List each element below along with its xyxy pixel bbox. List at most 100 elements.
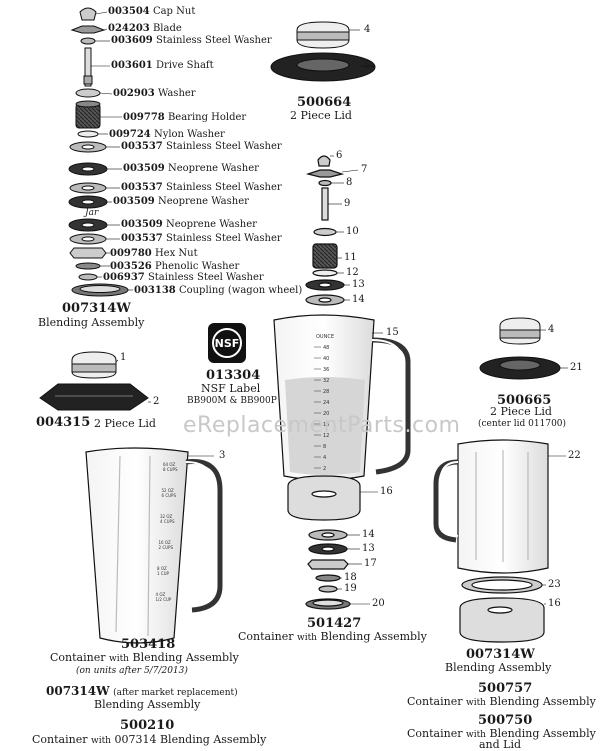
assembly-code: 004315 bbox=[36, 415, 91, 430]
part-label: 003537 Stainless Steel Washer bbox=[121, 182, 282, 193]
lid-500665-drawing bbox=[479, 317, 568, 380]
assembly-caption: 2 Piece Lid bbox=[290, 109, 352, 122]
jar-graduation-label: 8 OZ bbox=[157, 566, 167, 571]
jar-graduation-label: 20 bbox=[323, 411, 329, 417]
callout-number: 9 bbox=[344, 198, 351, 209]
jar-graduation-label: 40 bbox=[323, 356, 329, 362]
jar-500757-drawing bbox=[433, 439, 566, 643]
assembly-caption: Blending Assembly bbox=[94, 698, 201, 711]
jar-graduation-label: 16 bbox=[323, 422, 329, 428]
part-label: 003509 Neoprene Washer bbox=[113, 196, 249, 207]
part-label: 009780 Hex Nut bbox=[110, 248, 198, 259]
callout-number: 13 bbox=[352, 279, 365, 290]
jar-graduation-label: 2 bbox=[323, 466, 326, 472]
assembly-code: 500210 bbox=[120, 718, 175, 733]
callout-number: 16 bbox=[380, 486, 393, 497]
assembly-code: 500664 bbox=[297, 95, 352, 110]
assembly-note: (on units after 5/7/2013) bbox=[76, 666, 188, 676]
jar-graduation-label: 16 OZ bbox=[159, 540, 172, 545]
callout-number: 23 bbox=[548, 579, 561, 590]
callout-number: 4 bbox=[364, 24, 371, 35]
assembly-caption: Container with 007314 Blending Assembly bbox=[32, 733, 267, 747]
lid-500664-drawing bbox=[270, 21, 376, 82]
jar-graduation-label: 8 CUPS bbox=[163, 467, 178, 472]
callout-number: 1 bbox=[120, 352, 127, 363]
callout-number: 20 bbox=[372, 598, 385, 609]
jar-graduation-label: OUNCE bbox=[316, 334, 334, 340]
assembly-caption: Blending Assembly bbox=[445, 661, 552, 674]
part-label: 003509 Neoprene Washer bbox=[121, 219, 257, 230]
jar-graduation-label: 24 bbox=[323, 400, 329, 406]
assembly-code: 007314W bbox=[62, 301, 131, 316]
jar-graduation-label: 48 bbox=[323, 345, 329, 351]
jar-graduation-label: 52 OZ bbox=[162, 488, 175, 493]
assembly-caption: 2 Piece Lid bbox=[94, 417, 156, 430]
part-label: 003609 Stainless Steel Washer bbox=[111, 35, 272, 46]
callout-number: 11 bbox=[344, 252, 357, 263]
jar-graduation-label: 64 OZ bbox=[163, 462, 176, 467]
callout-number: 14 bbox=[362, 529, 375, 540]
jar-graduation-label: 8 bbox=[323, 444, 326, 450]
part-label: 003504 Cap Nut bbox=[108, 6, 196, 17]
callout-number: 4 bbox=[548, 324, 555, 335]
nsf-logo-icon: NSF bbox=[208, 323, 246, 363]
jar-graduation-label: 32 OZ bbox=[160, 514, 173, 519]
callout-number: 3 bbox=[219, 450, 226, 461]
part-label: 006937 Stainless Steel Washer bbox=[103, 272, 264, 283]
part-label: 003537 Stainless Steel Washer bbox=[121, 233, 282, 244]
callout-number: 17 bbox=[364, 558, 377, 569]
callout-number: 19 bbox=[344, 583, 357, 594]
jar-graduation-label: 32 bbox=[323, 378, 329, 384]
jar-graduation-label: 1/2 CUP bbox=[156, 597, 172, 602]
callout-number: 8 bbox=[346, 177, 353, 188]
callout-number: 10 bbox=[346, 226, 359, 237]
part-label: 003138 Coupling (wagon wheel) bbox=[134, 285, 303, 296]
assembly-code: 007314W bbox=[466, 647, 535, 662]
lid-004315-drawing bbox=[39, 351, 151, 411]
assembly-note: BB900M & BB900P bbox=[187, 396, 277, 406]
jar-graduation-label: 28 bbox=[323, 389, 329, 395]
jar-graduation-label: 4 OZ bbox=[156, 592, 166, 597]
aftermarket-line: 007314W (after market replacement) bbox=[46, 684, 238, 698]
assembly-caption: 2 Piece Lid bbox=[490, 405, 552, 418]
callout-number: 16 bbox=[548, 598, 561, 609]
assembly-caption: Blending Assembly bbox=[38, 316, 145, 329]
assembly-caption-line2: and Lid bbox=[479, 738, 522, 751]
assembly-code: 013304 bbox=[206, 368, 261, 383]
left-blending-stack bbox=[68, 7, 133, 297]
callout-number: 5 bbox=[364, 60, 371, 71]
callout-number: 15 bbox=[386, 327, 399, 338]
callout-number: 2 bbox=[153, 396, 160, 407]
jar-graduation-label: 4 bbox=[323, 455, 326, 461]
jar-graduation-label: 1 CUP bbox=[157, 571, 170, 576]
part-label: 009778 Bearing Holder bbox=[123, 112, 247, 123]
part-label: 003509 Neoprene Washer bbox=[123, 163, 259, 174]
callout-number: 18 bbox=[344, 572, 357, 583]
jar-graduation-label: 12 bbox=[323, 433, 329, 439]
part-label: 024203 Blade bbox=[108, 23, 182, 34]
callout-number: 14 bbox=[352, 294, 365, 305]
callout-number: 13 bbox=[362, 543, 375, 554]
part-label: 003537 Stainless Steel Washer bbox=[121, 141, 282, 152]
callout-number: 21 bbox=[570, 362, 583, 373]
assembly-caption: Container with Blending Assembly bbox=[238, 630, 427, 644]
assembly-caption: Container with Blending Assembly bbox=[50, 651, 239, 665]
jar-graduation-label: 6 CUPS bbox=[162, 493, 177, 498]
callout-number: 12 bbox=[346, 267, 359, 278]
callout-number: 6 bbox=[336, 150, 343, 161]
assembly-code: 503418 bbox=[121, 637, 176, 652]
assembly-code: 500665 bbox=[497, 393, 552, 408]
assembly-note: (center lid 011700) bbox=[478, 419, 567, 429]
watermark: eReplacementParts.com bbox=[183, 413, 461, 438]
assembly-caption: Container with Blending Assembly bbox=[407, 695, 596, 709]
jar-label: Jar bbox=[85, 208, 99, 218]
assembly-code: 501427 bbox=[307, 616, 362, 631]
jar-graduation-label: 4 CUPS bbox=[160, 519, 175, 524]
part-label: 003601 Drive Shaft bbox=[111, 60, 214, 71]
assembly-caption: NSF Label bbox=[201, 382, 261, 395]
